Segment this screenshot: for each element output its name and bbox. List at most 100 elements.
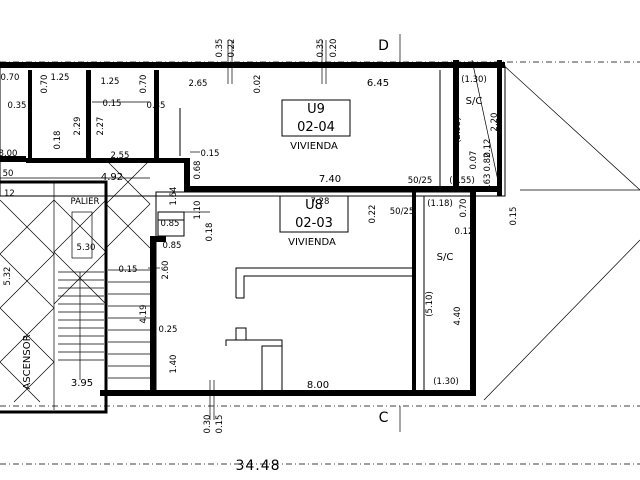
wall-u8-left (150, 236, 156, 394)
walls (0, 60, 505, 396)
diagonal-line-lower (483, 239, 640, 401)
dim-220: 2.20 (490, 113, 500, 132)
dim-015d: 0.15 (119, 265, 138, 275)
dim-055: (0.55) (449, 176, 475, 186)
dim-265: 2.65 (189, 79, 208, 89)
wall-bath-mid (86, 70, 91, 158)
dimension-ticks (92, 40, 327, 420)
unit-u9-number: 02-04 (297, 120, 335, 135)
dim-025: 0.25 (159, 325, 178, 335)
wall-mid-hall (26, 158, 190, 163)
dim-018b: 0.18 (205, 223, 215, 242)
unit-u8-label-box (279, 195, 349, 233)
u8-kitchen-counter (236, 275, 412, 299)
unit-u8-use: VIVIENDA (288, 237, 336, 248)
wall-u8-right (470, 190, 476, 396)
u8-fixture (235, 327, 247, 341)
stair-lattice-right (105, 159, 151, 249)
dim-070b: 0.70 (40, 75, 50, 94)
wall-bath-left (28, 70, 32, 158)
dim-419: 4.19 (139, 305, 149, 324)
wall-bottom (100, 390, 472, 396)
dim-063: 0.63 (483, 174, 493, 193)
dim-007: 0.07 (469, 151, 479, 170)
wall-left-stub (0, 156, 26, 162)
diagonal-line-inner (471, 59, 501, 191)
dim-260: 2.60 (161, 261, 171, 280)
unit-u8-number: 02-03 (295, 216, 333, 231)
diagonal-line-upper (499, 61, 640, 191)
wall-notch-top (184, 162, 190, 192)
u8-outline (155, 191, 475, 395)
room-sc-top: S/C (466, 96, 483, 107)
dim-015a: 0.15 (103, 99, 122, 109)
dim-130b: (1.30) (433, 377, 459, 387)
dim-140: 1.40 (169, 355, 179, 374)
dim-085a: 0.85 (161, 219, 180, 229)
stair-treads-right (108, 269, 150, 379)
dim-728: 7.28 (311, 197, 330, 207)
dim-645: 6.45 (367, 78, 389, 89)
dim-227: 2.27 (96, 117, 106, 136)
dim-164: 1.64 (169, 187, 179, 206)
partitions (0, 65, 506, 395)
dim-068: 0.68 (193, 161, 203, 180)
dim-015c: 0.15 (509, 207, 519, 226)
section-mark-c: C (379, 410, 390, 426)
wall-sc-left (453, 60, 459, 192)
dim-top-035b: 0.35 (316, 39, 326, 58)
room-sc-mid: S/C (437, 252, 454, 263)
dim-035d: 0.35 (147, 101, 166, 111)
core-outline (0, 180, 108, 414)
dim-018a: 0.18 (53, 131, 63, 150)
dim-255: 2.55 (111, 151, 130, 161)
dim-440: 4.40 (453, 307, 463, 326)
dim-030: 0.30 (203, 415, 213, 434)
dim-800a: 8.00 (0, 149, 17, 159)
wall-bath-right (154, 70, 159, 158)
u8-kitchen-wall (235, 267, 412, 298)
dim-022b: 0.22 (368, 205, 378, 224)
dim-070d: 0.70 (459, 199, 469, 218)
dim-125a: 1.25 (51, 73, 70, 83)
dim-110: 1.10 (193, 201, 203, 220)
dim-229: 2.29 (73, 117, 83, 136)
unit-u9-code: U9 (307, 102, 325, 117)
terrain-diagonals (471, 59, 640, 401)
u8-bath-wall (225, 339, 283, 392)
dim-015e: 0.15 (215, 415, 225, 434)
dim-070c: 0.70 (139, 75, 149, 94)
dim-top-022: 0.22 (227, 39, 237, 58)
dim-050: 50 (3, 169, 14, 179)
dim-002: 0.02 (253, 75, 263, 94)
dim-015b: 0.15 (201, 149, 220, 159)
dim-012c: 12 (4, 189, 15, 199)
dim-082: 0.82 (483, 153, 493, 172)
unit-u9-use: VIVIENDA (290, 141, 338, 152)
dim-295: (2.95) (453, 117, 463, 143)
dim-532: 5.32 (3, 267, 13, 286)
unit-u8-code: U8 (305, 198, 323, 213)
dim-530: 5.30 (77, 243, 96, 253)
dim-012b: 0.12 (455, 227, 474, 237)
room-ascensor: ASCENSOR (22, 334, 33, 389)
section-mark-d: D (378, 38, 390, 54)
dim-118: (1.18) (427, 199, 453, 209)
elevator-lattice (0, 199, 55, 403)
dim-012a: 0.12 (483, 139, 493, 158)
wall-sc-right (497, 60, 502, 196)
dim-top-020: 0.20 (329, 39, 339, 58)
room-palier: PALIER (71, 197, 100, 207)
wall-u8-inner (412, 192, 416, 392)
u9-outline (0, 65, 506, 197)
dim-top-035a: 0.35 (215, 39, 225, 58)
axis-lines (0, 34, 640, 465)
overall-dimension: 34.48 (235, 458, 280, 474)
stair-treads (58, 211, 104, 380)
core-block (0, 159, 151, 414)
palier-lattice (53, 199, 107, 305)
unit-u9-label-box (281, 99, 351, 137)
dim-800b: 8.00 (307, 380, 329, 391)
dim-125b: 1.25 (101, 77, 120, 87)
